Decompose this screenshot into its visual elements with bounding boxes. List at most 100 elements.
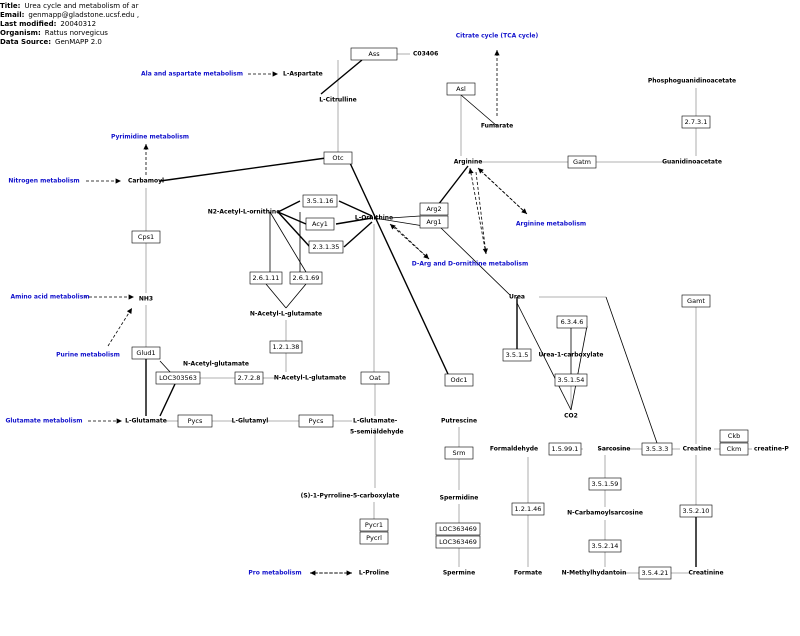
gene-box[interactable]: Pycrl: [359, 531, 389, 545]
gene-box[interactable]: 2.7.3.1: [681, 115, 711, 129]
pathway-link[interactable]: Ala and aspartate metabolism: [141, 71, 243, 78]
gene-box[interactable]: 3.5.4.21: [638, 566, 672, 580]
pathway-arrow: [469, 167, 487, 255]
header-value: Rattus norvegicus: [44, 29, 108, 37]
metabolite-label: Carbamoyl: [128, 178, 164, 185]
gene-box[interactable]: 3.5.1.54: [554, 373, 588, 387]
gene-box[interactable]: LOC363469: [435, 535, 481, 549]
header-value: 20040312: [60, 20, 97, 28]
gene-box[interactable]: 3.5.2.10: [679, 504, 713, 518]
metabolite-label: Fumarate: [481, 123, 513, 130]
gene-box[interactable]: Otc: [323, 151, 353, 165]
gene-box[interactable]: 2.6.1.11: [249, 271, 283, 285]
metabolite-label: CO2: [564, 413, 578, 420]
gene-box[interactable]: 6.3.4.6: [556, 315, 588, 329]
metabolite-label: creatine-P: [754, 446, 789, 453]
gene-box[interactable]: 1.2.1.46: [511, 502, 545, 516]
gene-label: 3.5.4.21: [642, 569, 669, 577]
gene-box[interactable]: 2.6.1.69: [289, 271, 323, 285]
gene-label: 2.7.3.1: [685, 118, 708, 126]
gene-label: Ass: [368, 50, 380, 58]
pathway-link[interactable]: Arginine metabolism: [516, 221, 586, 228]
gene-label: Srm: [452, 449, 465, 457]
metabolite-label: Urea: [509, 294, 525, 301]
header-row: Title:Urea cycle and metabolism of ar: [0, 2, 139, 11]
reaction-line: [265, 283, 287, 309]
gene-box[interactable]: Ass: [350, 47, 398, 61]
gene-box[interactable]: Asl: [446, 82, 476, 96]
header-label: Organism:: [0, 29, 41, 37]
arrow-head: [390, 224, 396, 230]
gene-label: Pycr1: [365, 521, 383, 529]
gene-label: Cps1: [138, 233, 154, 241]
metabolite-label: N-Acetyl-glutamate: [183, 361, 249, 368]
gene-label: Ckb: [728, 432, 740, 440]
gene-box[interactable]: LOC303563: [155, 371, 201, 385]
pathway-arrow: [394, 226, 430, 260]
gene-box[interactable]: Ckm: [719, 442, 749, 456]
gene-label: Pycrl: [366, 534, 382, 542]
reaction-line: [159, 383, 176, 417]
gene-label: 6.3.4.6: [561, 318, 584, 326]
gene-box[interactable]: Glud1: [131, 346, 161, 360]
gene-label: Arg2: [426, 205, 441, 213]
gene-box[interactable]: 3.5.1.16: [302, 194, 338, 208]
pathway-link[interactable]: Pyrimidine metabolism: [111, 134, 189, 141]
gene-box[interactable]: Oat: [360, 371, 390, 385]
arrow-head: [115, 178, 121, 184]
gene-box[interactable]: 3.5.3.3: [641, 442, 673, 456]
gene-box[interactable]: Arg2: [419, 202, 449, 216]
gene-box[interactable]: Acy1: [305, 217, 335, 231]
arrow-head: [126, 308, 132, 314]
gene-box[interactable]: 3.5.1.59: [588, 477, 622, 491]
metabolite-label: Creatine: [683, 446, 712, 453]
gene-box[interactable]: Pycr1: [359, 518, 389, 532]
gene-box[interactable]: Pycs: [298, 414, 334, 428]
metabolite-label: L-Glutamyl: [232, 418, 269, 425]
gene-box[interactable]: Gamt: [681, 294, 711, 308]
reaction-line: [159, 157, 327, 182]
gene-box[interactable]: Pycs: [177, 414, 213, 428]
reaction-line: [460, 94, 498, 127]
gene-box[interactable]: 2.7.2.8: [234, 371, 264, 385]
gene-box[interactable]: LOC363469: [435, 522, 481, 536]
gene-label: 2.6.1.11: [253, 274, 280, 282]
header-label: Title:: [0, 2, 21, 10]
gene-label: Pycs: [309, 417, 324, 425]
pathway-link[interactable]: Purine metabolism: [56, 352, 120, 359]
pathway-link[interactable]: Pro metabolism: [248, 570, 301, 577]
pathway-link[interactable]: Citrate cycle (TCA cycle): [456, 33, 539, 40]
metabolite-label: L-Aspartate: [283, 71, 323, 78]
gene-box[interactable]: Srm: [444, 446, 474, 460]
pathway-link[interactable]: D-Arg and D-ornithine metabolism: [412, 261, 528, 268]
gene-box[interactable]: 1.5.99.1: [548, 442, 582, 456]
header-label: Email:: [0, 11, 25, 19]
header-row: Data Source:GenMAPP 2.0: [0, 38, 139, 47]
metabolite-label: N-Acetyl-L-glutamate: [250, 311, 322, 318]
gene-label: Arg1: [426, 218, 441, 226]
arrow-head: [143, 144, 149, 150]
gene-box[interactable]: 1.2.1.38: [269, 340, 303, 354]
pathway-link[interactable]: Glutamate metabolism: [5, 418, 82, 425]
gene-label: 3.5.2.10: [683, 507, 710, 515]
gene-box[interactable]: 3.5.1.5: [502, 348, 532, 362]
arrow-head: [468, 168, 474, 174]
reaction-line: [389, 215, 421, 219]
header-label: Data Source:: [0, 38, 52, 46]
gene-box[interactable]: Cps1: [131, 230, 161, 244]
gene-box[interactable]: Odc1: [444, 373, 474, 387]
pathway-link[interactable]: Nitrogen metabolism: [8, 178, 79, 185]
gene-box[interactable]: 2.3.1.35: [308, 240, 344, 254]
reaction-line: [437, 165, 469, 206]
metabolite-label: 5-semialdehyde: [350, 429, 404, 436]
reaction-line: [570, 325, 588, 411]
pathway-link[interactable]: Amino acid metabolism: [10, 294, 89, 301]
gene-box[interactable]: 3.5.2.14: [588, 539, 622, 553]
gene-box[interactable]: Gatm: [567, 155, 597, 169]
header-row: Last modified:20040312: [0, 20, 139, 29]
gene-box[interactable]: Ckb: [719, 429, 749, 443]
gene-box[interactable]: Arg1: [419, 215, 449, 229]
gene-label: Otc: [332, 154, 344, 162]
metabolite-label: Sarcosine: [598, 446, 631, 453]
